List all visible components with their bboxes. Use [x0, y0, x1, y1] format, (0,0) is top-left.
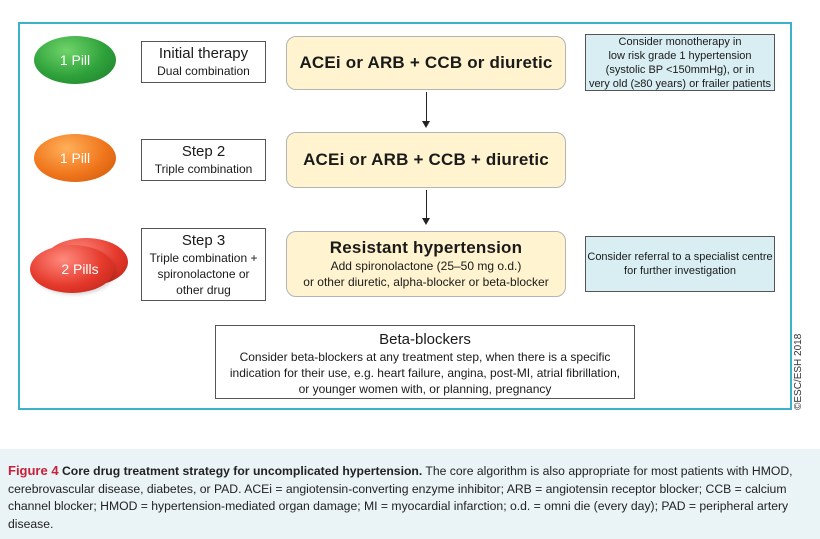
- step-box-3: Step 3 Triple combination + spironolacto…: [141, 228, 266, 301]
- drug-line-3: Add spironolactone (25–50 mg o.d.): [330, 259, 522, 273]
- pill-label-2: 1 Pill: [59, 150, 91, 166]
- beta-blockers-line: or younger women with, or planning, preg…: [298, 382, 552, 396]
- pill-icon-red-front: [30, 245, 114, 293]
- note-monotherapy-line: Consider monotherapy in: [618, 35, 742, 48]
- caption-title: Core drug treatment strategy for uncompl…: [61, 464, 423, 478]
- caption-background: [0, 449, 820, 539]
- step-sub-initial: Dual combination: [157, 64, 250, 78]
- figure-caption: Figure 4 Core drug treatment strategy fo…: [8, 462, 816, 533]
- step-title-2: Step 2: [181, 143, 226, 160]
- step-box-2: Step 2 Triple combination: [141, 139, 266, 181]
- step-sub-3-line: spironolactone or: [157, 266, 250, 281]
- step-sub-2: Triple combination: [154, 162, 253, 176]
- step-box-initial: Initial therapy Dual combination: [141, 41, 266, 83]
- note-monotherapy-line: (systolic BP <150mmHg), or in: [605, 63, 755, 76]
- pill-label-3: 2 Pills: [61, 261, 99, 277]
- step-title-initial: Initial therapy: [158, 45, 249, 62]
- note-referral-line: for further investigation: [624, 265, 736, 277]
- drug-text-initial: ACEi or ARB + CCB or diuretic: [299, 53, 553, 72]
- drug-box-2: ACEi or ARB + CCB + diuretic: [286, 132, 566, 188]
- drug-box-3: Resistant hypertension Add spironolacton…: [286, 231, 566, 297]
- drug-box-initial: ACEi or ARB + CCB or diuretic: [286, 36, 566, 90]
- copyright-text: ©ESC/ESH 2018: [793, 333, 804, 410]
- beta-blockers-title: Beta-blockers: [379, 331, 471, 348]
- beta-blockers-line: Consider beta-blockers at any treatment …: [239, 350, 611, 364]
- step-sub-3-line: Triple combination +: [149, 250, 258, 265]
- pill-icon-green: 1 Pill: [34, 36, 116, 84]
- beta-blockers-box: Beta-blockers Consider beta-blockers at …: [215, 325, 635, 399]
- pill-label-1: 1 Pill: [59, 52, 91, 68]
- drug-text-2: ACEi or ARB + CCB + diuretic: [303, 150, 549, 169]
- note-monotherapy-line: low risk grade 1 hypertension: [608, 49, 752, 62]
- note-monotherapy: Consider monotherapy in low risk grade 1…: [585, 34, 775, 91]
- step-sub-3-line: other drug: [176, 282, 231, 297]
- note-referral-line: Consider referral to a specialist centre: [587, 251, 773, 263]
- beta-blockers-line: indication for their use, e.g. heart fai…: [229, 366, 621, 380]
- pill-icon-orange: 1 Pill: [34, 134, 116, 182]
- step-title-3: Step 3: [181, 231, 226, 249]
- caption-body: The core algorithm is also appropriate f…: [8, 464, 793, 531]
- caption-label: Figure 4: [8, 463, 59, 478]
- figure-panel: 1 Pill Initial therapy Dual combination …: [18, 22, 804, 410]
- note-monotherapy-line: very old (≥80 years) or frailer patients: [588, 77, 772, 90]
- drug-line-3: or other diuretic, alpha-blocker or beta…: [303, 275, 549, 289]
- drug-title-3: Resistant hypertension: [329, 238, 523, 257]
- note-referral: Consider referral to a specialist centre…: [585, 236, 775, 292]
